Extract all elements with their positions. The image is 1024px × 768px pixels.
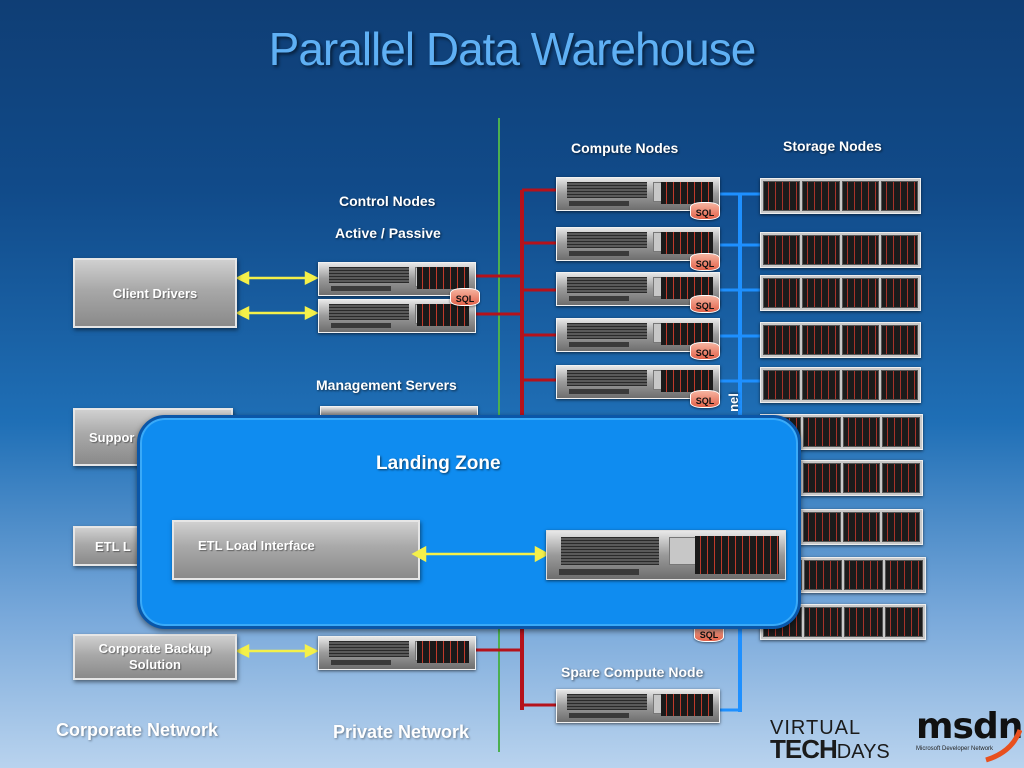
control-node-server	[318, 299, 476, 333]
private-network-label: Private Network	[333, 722, 470, 742]
spare-compute-node-label: Spare Compute Node	[561, 664, 704, 680]
client-drivers-box: Client Drivers	[73, 258, 237, 328]
control-nodes-label: Control Nodes	[339, 193, 436, 209]
etl-load-interface-box: ETL Load Interface	[172, 520, 420, 580]
landing-zone-server	[546, 530, 786, 580]
page-title: Parallel Data Warehouse	[268, 23, 757, 75]
corporate-network-label: Corporate Network	[56, 720, 219, 740]
storage-node	[760, 322, 921, 358]
spare-compute-node-server	[556, 689, 720, 723]
management-servers-label: Management Servers	[316, 377, 457, 393]
storage-node	[760, 557, 926, 593]
sql-database-icon: SQL	[690, 390, 720, 408]
control-node-server	[318, 262, 476, 296]
storage-node	[760, 275, 921, 311]
compute-node-server	[556, 318, 720, 352]
sql-database-icon: SQL	[690, 342, 720, 360]
sql-database-icon: SQL	[690, 202, 720, 220]
compute-node-server	[556, 177, 720, 211]
storage-node	[760, 604, 926, 640]
sql-database-icon: SQL	[690, 295, 720, 313]
landing-zone-title: Landing Zone	[376, 453, 501, 474]
msdn-logo: msdn Microsoft Developer Network	[916, 708, 1023, 764]
backup-server	[318, 636, 476, 670]
storage-node	[760, 178, 921, 214]
sql-database-icon: SQL	[450, 288, 480, 306]
compute-nodes-label: Compute Nodes	[571, 140, 679, 156]
msdn-swoosh-icon	[985, 729, 1022, 763]
sql-database-icon: SQL	[690, 253, 720, 271]
active-passive-label: Active / Passive	[335, 225, 441, 241]
storage-nodes-label: Storage Nodes	[783, 138, 882, 154]
compute-node-server	[556, 365, 720, 399]
storage-node	[760, 367, 921, 403]
storage-node	[760, 232, 921, 268]
corporate-backup-box: Corporate Backup Solution	[73, 634, 237, 680]
virtual-techdays-logo: VIRTUAL TECHDAYS	[770, 717, 890, 764]
